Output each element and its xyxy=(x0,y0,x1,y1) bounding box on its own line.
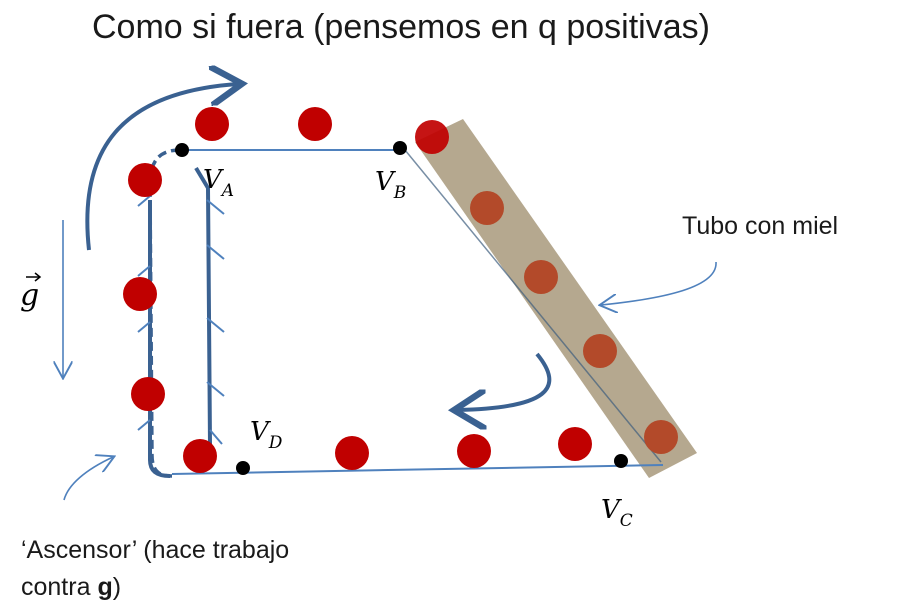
node-b xyxy=(393,141,407,155)
charge xyxy=(558,427,592,461)
flow-arrow-left xyxy=(458,352,552,410)
elevator-label-line1: ‘Ascensor’ (hace trabajo xyxy=(21,536,289,564)
charge xyxy=(298,107,332,141)
label-va: VA xyxy=(203,165,234,201)
node-a xyxy=(175,143,189,157)
tube-pointer-arrow xyxy=(601,261,717,305)
charges xyxy=(123,107,678,473)
elevator-label-line2: contra g) xyxy=(21,573,121,601)
label-vc: VC xyxy=(601,495,633,531)
charge xyxy=(583,334,617,368)
charge xyxy=(195,107,229,141)
charge xyxy=(131,377,165,411)
charge xyxy=(644,420,678,454)
elevator-belt-inner xyxy=(194,166,212,446)
charge xyxy=(128,163,162,197)
elevator-pointer-arrow xyxy=(63,457,113,501)
elevator-hatches xyxy=(137,195,225,445)
tube-label: Tubo con miel xyxy=(682,212,838,240)
vector-arrow-icon xyxy=(26,272,42,282)
charge xyxy=(335,436,369,470)
charge xyxy=(183,439,217,473)
label-vd: VD xyxy=(250,417,283,453)
gravity-label: g xyxy=(20,278,39,313)
elevator-belt-outer xyxy=(148,200,171,478)
node-c xyxy=(614,454,628,468)
elevator-belt xyxy=(148,148,181,478)
charge xyxy=(524,260,558,294)
charge xyxy=(470,191,504,225)
label-vb: VB xyxy=(375,167,406,203)
diagram-title: Como si fuera (pensemos en q positivas) xyxy=(92,8,710,46)
wire-tube xyxy=(404,149,662,463)
node-d xyxy=(236,461,250,475)
charge xyxy=(415,120,449,154)
charge xyxy=(457,434,491,468)
flow-arrow-up xyxy=(85,84,238,251)
wire-bottom xyxy=(171,464,664,475)
charge xyxy=(123,277,157,311)
